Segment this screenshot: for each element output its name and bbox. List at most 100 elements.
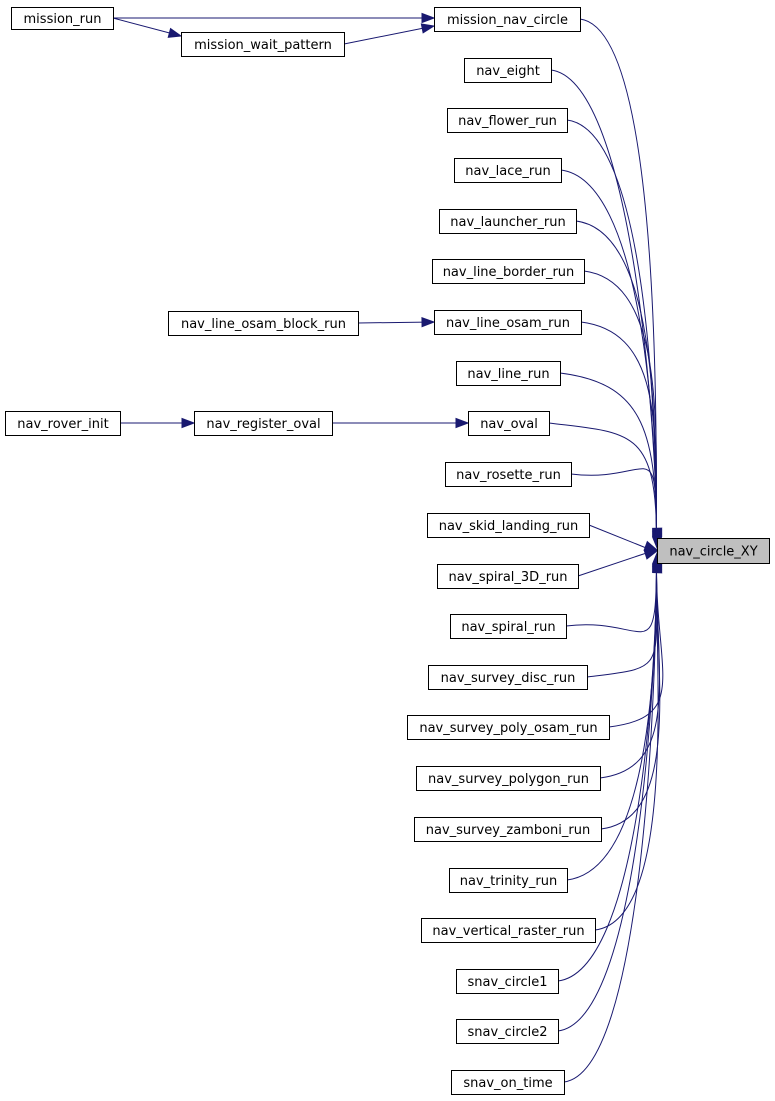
node-box	[194, 411, 333, 436]
node-nav_oval[interactable]: nav_oval	[468, 411, 550, 436]
node-label: nav_line_osam_block_run	[181, 317, 346, 332]
edge-mission_wait_pattern-to-mission_nav_circle	[343, 23, 436, 45]
edge-line	[343, 25, 435, 45]
arrowhead	[643, 549, 659, 560]
node-box	[657, 538, 770, 564]
node-label: nav_circle_XY	[669, 545, 757, 560]
edge-nav_spiral_3D_run-to-nav_circle_XY	[577, 549, 659, 577]
edge-nav_register_oval-to-nav_oval	[332, 417, 470, 429]
edge-line	[550, 69, 657, 530]
node-nav_vertical_raster_run[interactable]: nav_vertical_raster_run	[421, 918, 596, 943]
node-nav_line_osam_run[interactable]: nav_line_osam_run	[434, 310, 582, 335]
node-label: nav_spiral_3D_run	[448, 570, 567, 585]
node-box	[434, 7, 581, 32]
node-nav_register_oval[interactable]: nav_register_oval	[194, 411, 333, 436]
node-nav_skid_landing_run[interactable]: nav_skid_landing_run	[427, 513, 590, 538]
node-nav_circle_XY[interactable]: nav_circle_XY	[657, 538, 770, 564]
edge-snav_on_time-to-nav_circle_XY	[563, 559, 663, 1083]
node-box	[434, 310, 582, 335]
edge-line	[560, 169, 657, 532]
node-nav_flower_run[interactable]: nav_flower_run	[447, 108, 568, 133]
node-nav_spiral_run[interactable]: nav_spiral_run	[450, 614, 567, 639]
node-snav_circle2[interactable]: snav_circle2	[456, 1019, 559, 1044]
node-label: snav_circle2	[467, 1025, 547, 1040]
node-nav_launcher_run[interactable]: nav_launcher_run	[439, 209, 577, 234]
arrowhead	[167, 27, 183, 38]
edge-nav_survey_zamboni_run-to-nav_circle_XY	[600, 554, 663, 830]
node-box	[437, 564, 579, 589]
node-label: nav_survey_zamboni_run	[426, 823, 590, 838]
edge-mission_run-to-mission_wait_pattern	[112, 17, 183, 38]
edge-nav_survey_polygon_run-to-nav_circle_XY	[599, 553, 663, 779]
node-box	[456, 1019, 559, 1044]
node-box	[421, 918, 596, 943]
edge-mission_run-to-mission_nav_circle	[113, 12, 436, 24]
edge-line	[594, 569, 659, 931]
node-label: mission_wait_pattern	[194, 38, 332, 53]
edge-line	[583, 270, 658, 534]
node-mission_nav_circle[interactable]: mission_nav_circle	[434, 7, 581, 32]
edge-nav_skid_landing_run-to-nav_circle_XY	[588, 524, 659, 551]
node-box	[450, 614, 567, 639]
node-nav_spiral_3D_run[interactable]: nav_spiral_3D_run	[437, 564, 579, 589]
node-label: nav_line_run	[467, 367, 549, 382]
node-label: nav_eight	[476, 64, 540, 79]
edge-nav_line_border_run-to-nav_circle_XY	[583, 270, 663, 547]
node-box	[456, 969, 559, 994]
node-label: nav_line_osam_run	[446, 316, 570, 331]
edge-line	[580, 321, 657, 535]
node-nav_survey_zamboni_run[interactable]: nav_survey_zamboni_run	[414, 817, 602, 842]
node-box	[454, 158, 562, 183]
edge-line	[570, 468, 657, 538]
node-label: nav_skid_landing_run	[439, 519, 579, 534]
node-nav_survey_polygon_run[interactable]: nav_survey_polygon_run	[416, 766, 601, 791]
arrowhead	[455, 417, 470, 429]
node-nav_line_run[interactable]: nav_line_run	[456, 361, 561, 386]
node-snav_on_time[interactable]: snav_on_time	[451, 1070, 565, 1095]
node-box	[5, 411, 121, 436]
node-mission_wait_pattern[interactable]: mission_wait_pattern	[181, 32, 345, 57]
node-label: nav_register_oval	[206, 417, 320, 432]
node-box	[468, 411, 550, 436]
arrowhead	[421, 316, 436, 328]
node-nav_rosette_run[interactable]: nav_rosette_run	[445, 462, 572, 487]
node-snav_circle1[interactable]: snav_circle1	[456, 969, 559, 994]
node-box	[439, 209, 577, 234]
node-label: nav_rosette_run	[456, 468, 561, 483]
edge-nav_vertical_raster_run-to-nav_circle_XY	[594, 556, 663, 931]
node-nav_trinity_run[interactable]: nav_trinity_run	[449, 868, 568, 893]
edge-line	[579, 18, 657, 529]
node-box	[407, 715, 610, 740]
edge-nav_survey_disc_run-to-nav_circle_XY	[586, 551, 663, 678]
node-nav_rover_init[interactable]: nav_rover_init	[5, 411, 121, 436]
edge-line	[563, 572, 657, 1083]
node-mission_run[interactable]: mission_run	[11, 7, 114, 30]
node-label: mission_nav_circle	[447, 13, 568, 28]
node-box	[432, 259, 585, 284]
edge-line	[565, 563, 657, 633]
arrowhead	[420, 23, 436, 34]
node-label: nav_oval	[480, 417, 538, 432]
edge-line	[577, 552, 646, 577]
edge-line	[557, 571, 657, 1032]
node-label: mission_run	[24, 12, 102, 27]
node-label: nav_launcher_run	[450, 215, 566, 230]
node-nav_eight[interactable]: nav_eight	[464, 58, 552, 83]
node-box	[168, 311, 359, 336]
arrowhead	[181, 417, 196, 429]
node-box	[451, 1070, 565, 1095]
node-nav_lace_run[interactable]: nav_lace_run	[454, 158, 562, 183]
node-box	[464, 58, 552, 83]
arrowhead	[421, 12, 436, 24]
node-nav_line_osam_block_run[interactable]: nav_line_osam_block_run	[168, 311, 359, 336]
node-label: nav_vertical_raster_run	[432, 924, 584, 939]
node-box	[456, 361, 561, 386]
graph-nodes: mission_run mission_wait_pattern mission_n…	[5, 7, 770, 1095]
node-nav_line_border_run[interactable]: nav_line_border_run	[432, 259, 585, 284]
node-nav_survey_disc_run[interactable]: nav_survey_disc_run	[428, 665, 588, 690]
node-box	[449, 868, 568, 893]
node-label: nav_trinity_run	[460, 874, 557, 889]
node-label: nav_flower_run	[458, 114, 557, 129]
node-nav_survey_poly_osam_run[interactable]: nav_survey_poly_osam_run	[407, 715, 610, 740]
